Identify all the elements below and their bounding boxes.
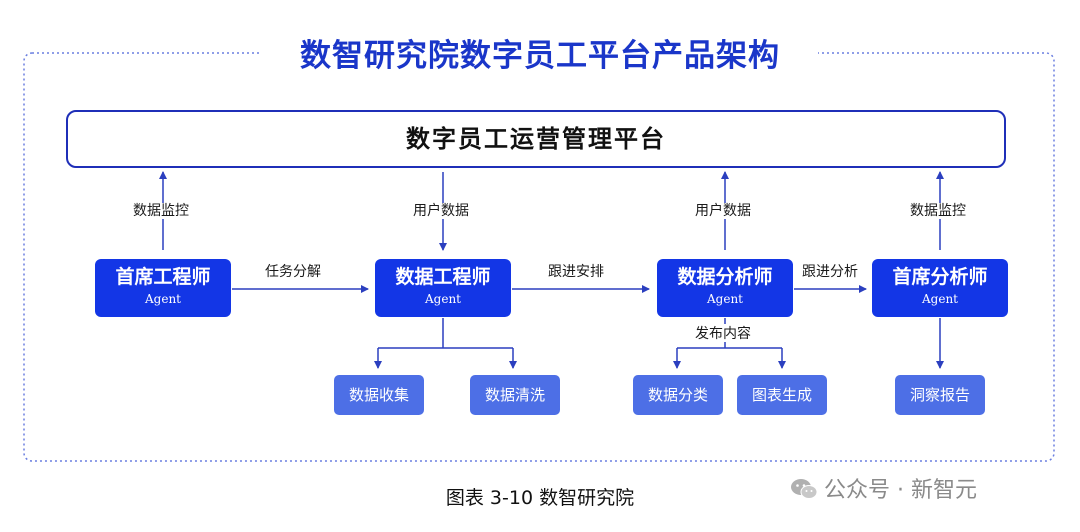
diagram-title: 数智研究院数字员工平台产品架构 <box>262 34 818 78</box>
agent-name: 数据工程师 <box>395 266 491 288</box>
watermark: 公众号 · 新智元 <box>790 476 977 506</box>
branch-agent-3 <box>677 318 782 349</box>
up-label-4: 数据监控 <box>910 203 966 219</box>
task-data-collection: 数据收集 <box>334 375 424 415</box>
agent-sub: Agent <box>922 292 958 306</box>
task-data-cleaning: 数据清洗 <box>470 375 560 415</box>
agent-data-engineer: 数据工程师 Agent <box>375 259 511 317</box>
agent-chief-engineer: 首席工程师 Agent <box>95 259 231 317</box>
agent-name: 数据分析师 <box>677 266 773 288</box>
watermark-text: 公众号 · 新智元 <box>824 478 977 503</box>
flow-label-2: 跟进安排 <box>548 264 604 280</box>
platform-box: 数字员工运营管理平台 <box>66 110 1006 168</box>
task-insight-report: 洞察报告 <box>895 375 985 415</box>
agent-data-analyst: 数据分析师 Agent <box>657 259 793 317</box>
flow-label-3: 跟进分析 <box>802 264 858 280</box>
agent-sub: Agent <box>707 292 743 306</box>
wechat-icon <box>790 478 818 500</box>
agent-name: 首席工程师 <box>115 266 211 288</box>
flow-label-1: 任务分解 <box>265 264 321 280</box>
figure-caption: 图表 3-10 数智研究院 <box>445 487 635 509</box>
agent-chief-analyst: 首席分析师 Agent <box>872 259 1008 317</box>
up-label-1: 数据监控 <box>133 203 189 219</box>
task-data-classification: 数据分类 <box>633 375 723 415</box>
branch-agent-2 <box>378 318 513 349</box>
task-chart-generation: 图表生成 <box>737 375 827 415</box>
up-label-3: 用户数据 <box>695 203 751 219</box>
up-label-2: 用户数据 <box>413 203 469 219</box>
agent-sub: Agent <box>145 292 181 306</box>
publish-label: 发布内容 <box>695 326 751 342</box>
agent-sub: Agent <box>425 292 461 306</box>
agent-name: 首席分析师 <box>892 266 988 288</box>
